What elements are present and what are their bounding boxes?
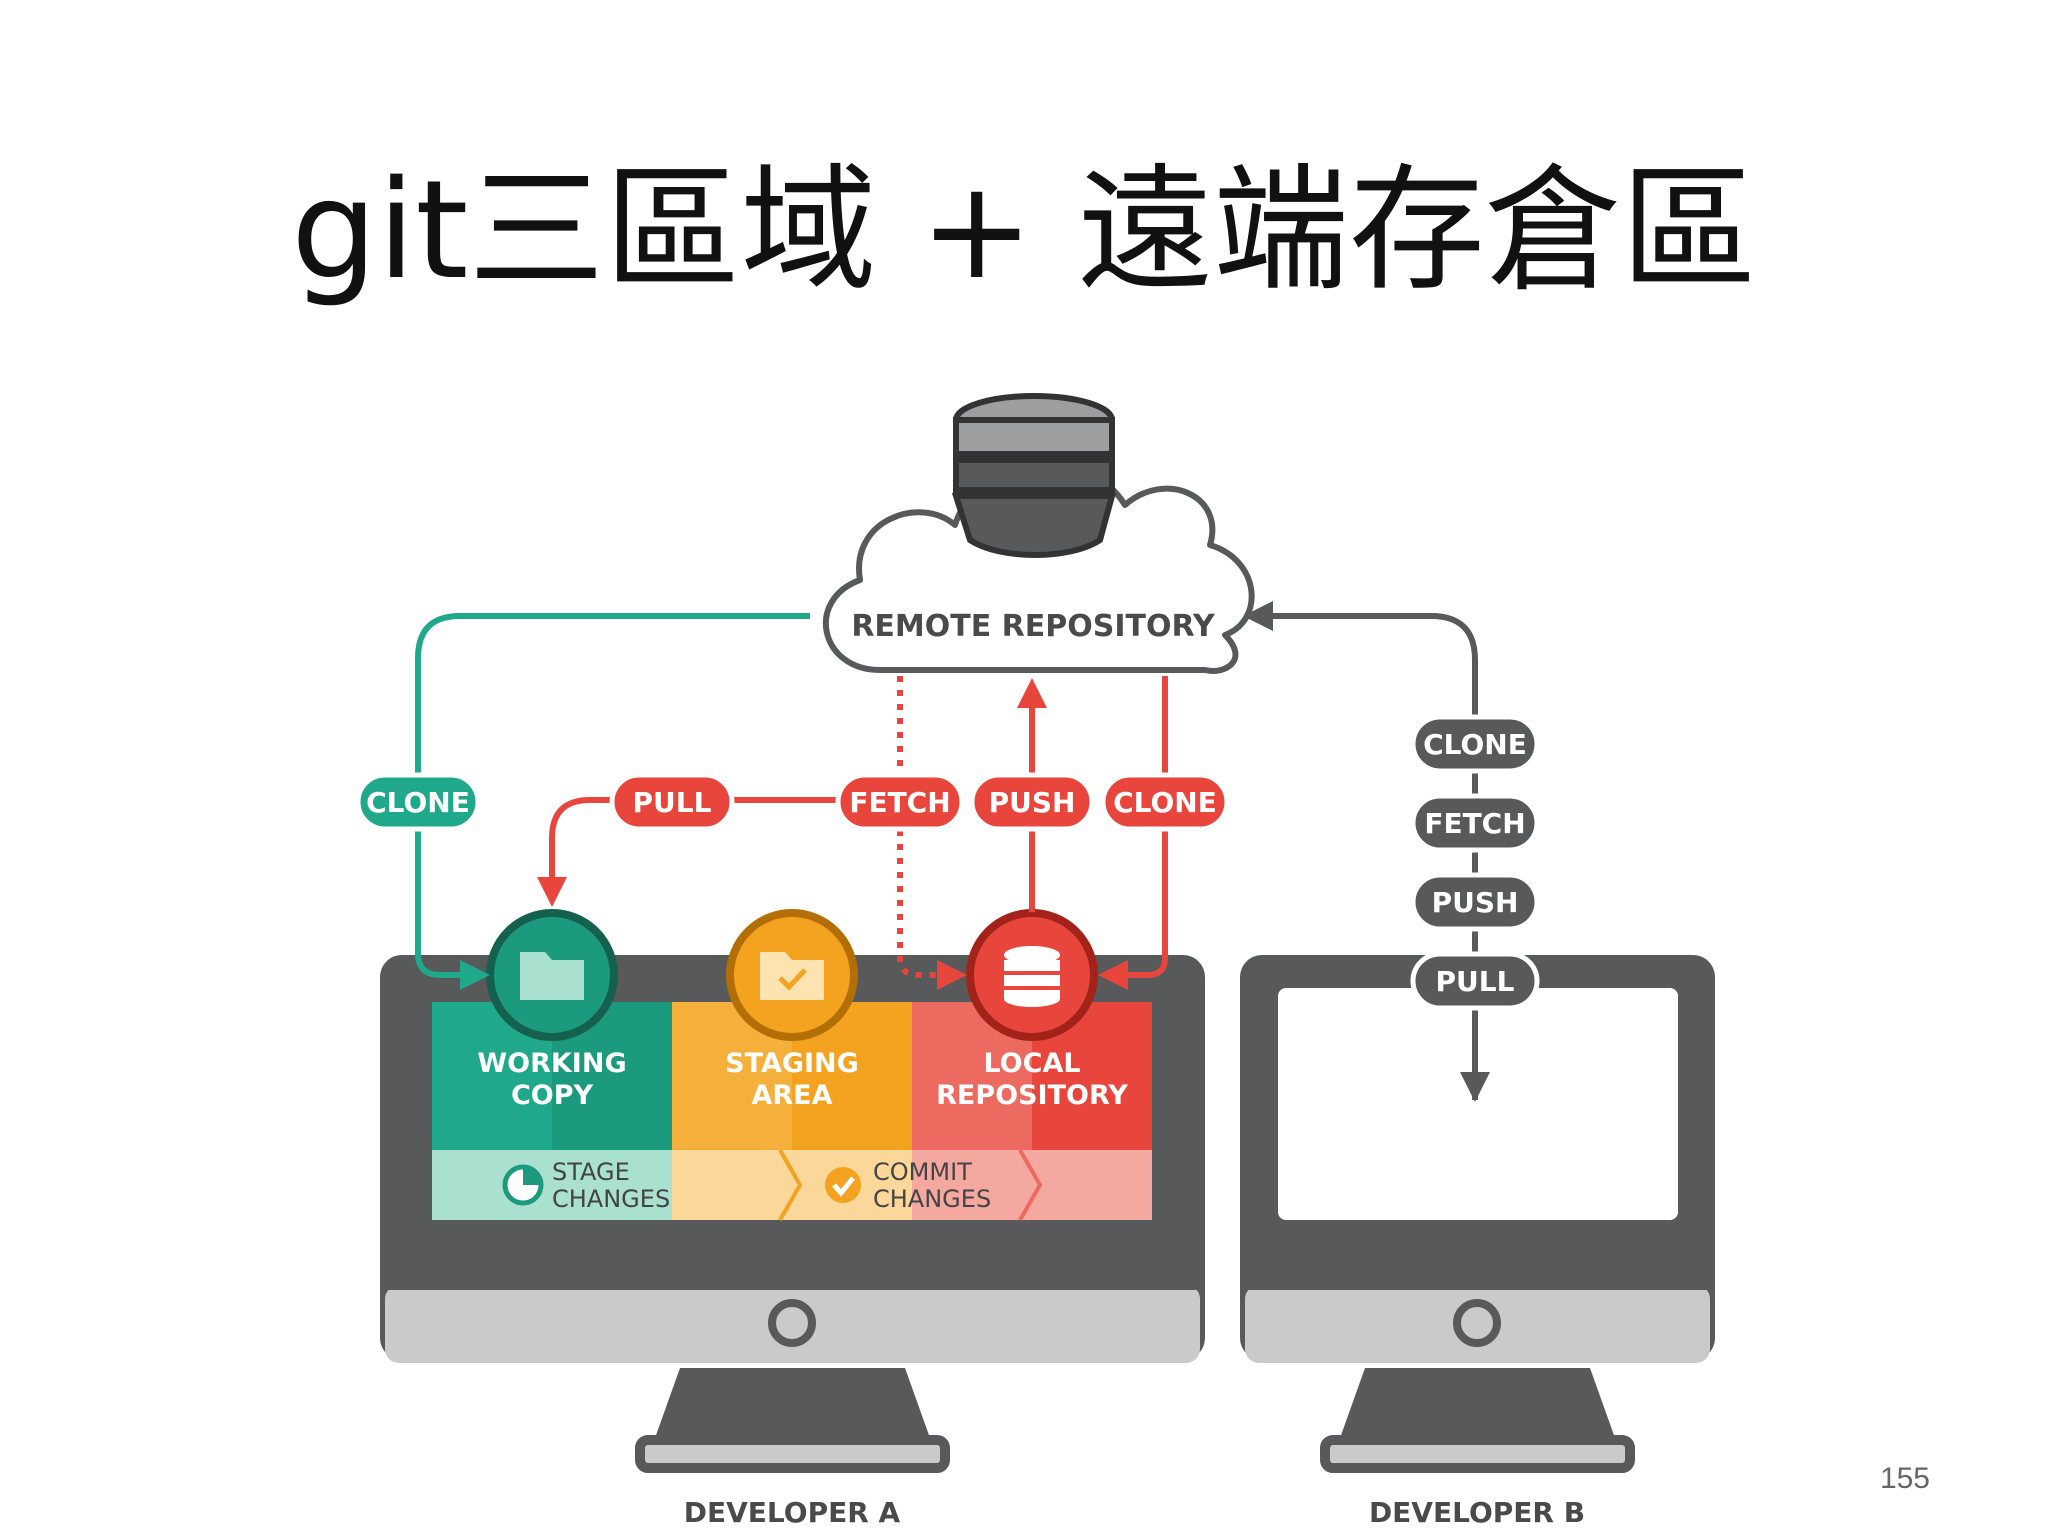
zone-label-line1: STAGING [725, 1048, 859, 1079]
clone-pill-left: CLONE [355, 772, 481, 832]
working-copy-circle [486, 909, 618, 1041]
power-button-icon [768, 1299, 816, 1347]
remote-repository-label: REMOTE REPOSITORY [851, 609, 1216, 644]
zone-label-line2: COPY [511, 1080, 594, 1111]
zone-label-line1: WORKING [477, 1048, 626, 1079]
page-number: 155 [1879, 1462, 1930, 1495]
developer-b-fetch-pill: FETCH [1410, 793, 1540, 853]
pull-arrow [537, 797, 900, 907]
zone-label-line2: REPOSITORY [936, 1080, 1128, 1111]
monitor-stand [650, 1368, 935, 1452]
staging-area-circle [726, 909, 858, 1041]
monitor-chin [385, 1285, 1200, 1363]
push-pill: PUSH [969, 772, 1095, 832]
pill-label: FETCH [849, 786, 950, 819]
step-label-line2: CHANGES [552, 1185, 670, 1213]
remote-database-icon [951, 393, 1116, 558]
pull-pill: PULL [609, 772, 735, 832]
pill-label: CLONE [1113, 786, 1217, 819]
developer-b-clone-pill: CLONE [1410, 714, 1540, 774]
monitor-screen [1278, 988, 1678, 1220]
pill-label: CLONE [366, 786, 470, 819]
folder-icon [520, 952, 584, 1000]
developer-b-monitor [1240, 955, 1715, 1473]
local-repository-circle [966, 909, 1098, 1041]
clone-pill-right: CLONE [1100, 772, 1230, 832]
developer-b-sync-line [1243, 601, 1478, 1100]
step-label-line1: STAGE [552, 1158, 630, 1186]
pill-label: PULL [633, 786, 712, 819]
developer-b-push-pill: PUSH [1410, 872, 1540, 932]
checkmark-icon [825, 1167, 861, 1203]
pill-label: PULL [1436, 965, 1515, 998]
staging-area-zone: STAGING AREA [672, 1002, 912, 1150]
developer-a-label: DEVELOPER A [684, 1496, 901, 1529]
step-label-line2: CHANGES [873, 1185, 991, 1213]
clone-arrow-a [415, 613, 810, 990]
pill-label: PUSH [989, 786, 1076, 819]
power-button-icon [1453, 1299, 1501, 1347]
step-label-line1: COMMIT [873, 1158, 972, 1186]
zone-label-line2: AREA [751, 1080, 832, 1111]
checked-folder-icon [760, 952, 824, 1000]
pill-label: FETCH [1424, 807, 1525, 840]
developer-b-label: DEVELOPER B [1369, 1496, 1585, 1529]
zone-label-line1: LOCAL [983, 1048, 1080, 1079]
clone-arrow-local [1098, 676, 1168, 990]
fetch-pill: FETCH [835, 772, 965, 832]
monitor-base [635, 1435, 950, 1473]
developer-b-pull-pill: PULL [1410, 951, 1540, 1011]
database-icon [1004, 946, 1060, 1007]
pill-label: PUSH [1432, 886, 1519, 919]
fetch-arrow [897, 676, 967, 990]
page-title: git三區域 + 遠端存倉區 [291, 152, 1757, 310]
pill-label: CLONE [1423, 728, 1527, 761]
steps-strip: STAGE CHANGES COMMIT CHANGES [432, 1149, 1152, 1221]
